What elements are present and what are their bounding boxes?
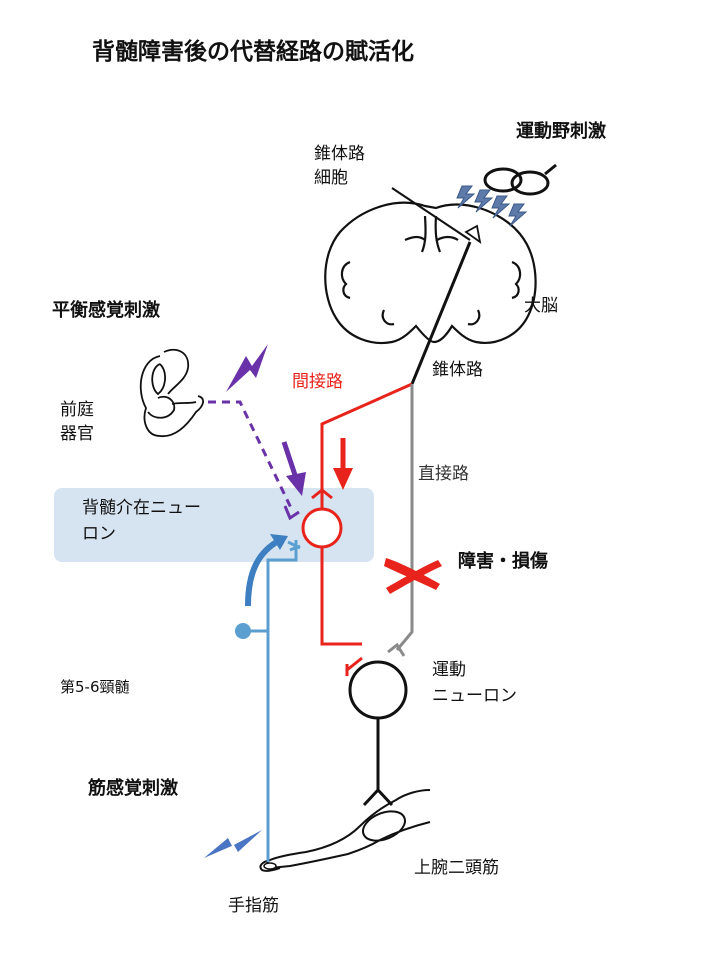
motor-neuron-label-1: 運動 bbox=[432, 660, 466, 680]
direct-synapse bbox=[387, 642, 406, 657]
vestibular-stim-arrowhead bbox=[286, 472, 306, 496]
neuromuscular-junction bbox=[362, 787, 394, 807]
vestibular-stim-bolt-icon bbox=[226, 344, 268, 392]
spinal-segment-label: 第5-6頸髄 bbox=[60, 678, 130, 696]
interneuron-label-1: 背髄介在ニュー bbox=[82, 498, 201, 518]
pyramidal-cell-label-2: 細胞 bbox=[314, 168, 348, 188]
sensory-stim-arrow bbox=[245, 537, 282, 607]
pyramidal-tract-line bbox=[410, 241, 472, 385]
sensory-synapse bbox=[287, 540, 301, 552]
vestibular-path-line bbox=[208, 400, 294, 511]
drg-cell bbox=[235, 623, 251, 639]
vestibular-organ-label-2: 器官 bbox=[60, 424, 94, 444]
motor-neuron-cell bbox=[348, 660, 408, 720]
vestibular-organ-icon bbox=[139, 348, 204, 437]
sensory-stim-arrowhead bbox=[270, 534, 288, 550]
pyramidal-tract-label: 錐体路 bbox=[432, 360, 483, 380]
finger-muscle-label: 手指筋 bbox=[228, 896, 279, 916]
pyramidal-cell-icon bbox=[464, 224, 482, 245]
interneuron-label-2: ロン bbox=[82, 524, 116, 544]
arm-illustration bbox=[259, 789, 431, 872]
indirect-path-label: 間接路 bbox=[292, 372, 343, 392]
interneuron-cell bbox=[301, 507, 343, 549]
vestibular-stim-label: 平衡感覚刺激 bbox=[52, 300, 160, 321]
injury-label: 障害・損傷 bbox=[458, 551, 548, 572]
indirect-stim-arrowhead bbox=[333, 468, 353, 490]
injury-cross-icon bbox=[384, 558, 442, 594]
pyramidal-cell-label-1: 錐体路 bbox=[314, 144, 365, 164]
biceps-label: 上腕二頭筋 bbox=[414, 858, 499, 878]
vestibular-stim-arrow bbox=[281, 441, 299, 479]
vestibular-synapse bbox=[283, 505, 300, 521]
interneuron-to-motor-line bbox=[320, 547, 362, 646]
sensory-path-line bbox=[266, 540, 298, 862]
cortex-stim-bolts-icon bbox=[456, 185, 528, 227]
cerebrum-label: 大脳 bbox=[524, 296, 558, 316]
vestibular-organ-label-1: 前庭 bbox=[60, 400, 94, 420]
tms-coil-icon bbox=[483, 163, 557, 196]
interneuron-motor-synapse bbox=[345, 656, 363, 676]
indirect-synapse bbox=[311, 488, 333, 500]
direct-path-label: 直接路 bbox=[418, 464, 469, 484]
direct-path-line bbox=[395, 384, 414, 651]
muscle-stim-label: 筋感覚刺激 bbox=[88, 778, 178, 799]
page-title: 背髄障害後の代替経路の賦活化 bbox=[92, 39, 414, 65]
indirect-path-line bbox=[320, 382, 413, 510]
finger-receptor bbox=[263, 862, 277, 870]
motor-cortex-stim-label: 運動野刺激 bbox=[516, 121, 606, 142]
pyramidal-cell-pointer bbox=[391, 187, 471, 241]
muscle-stim-bolt-icon bbox=[204, 830, 262, 858]
motor-neuron-label-2: ニューロン bbox=[432, 686, 517, 706]
brain-coronal-section bbox=[324, 201, 537, 344]
